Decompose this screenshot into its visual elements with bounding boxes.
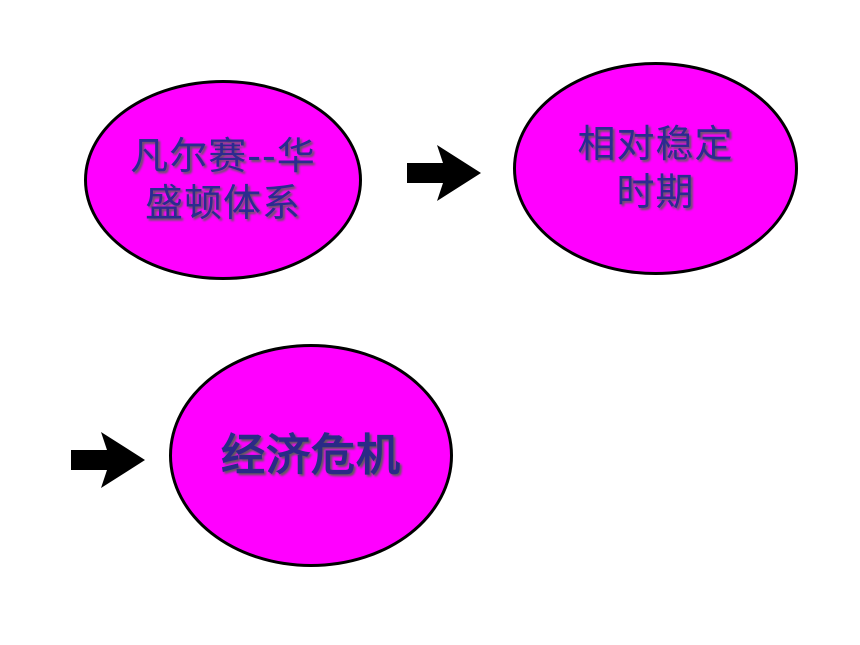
node-economic-crisis-label: 经济危机 [221,430,401,481]
node-relative-stability-period: 相对稳定 时期 [513,62,798,275]
node-relative-stability-line-1: 相对稳定 [577,122,734,166]
node-versailles-washington-system: 凡尔赛--华 盛顿体系 [84,80,362,280]
node-versailles-washington-label: 凡尔赛--华 盛顿体系 [130,133,315,228]
arrow-shape [71,432,145,488]
node-versailles-washington-line-2: 盛顿体系 [144,181,301,225]
node-versailles-washington-line-1: 凡尔赛--华 [130,133,316,178]
node-relative-stability-line-2: 时期 [616,169,695,214]
right-arrow-icon [71,432,145,488]
arrow-shape [407,145,481,201]
node-economic-crisis: 经济危机 [169,344,453,567]
right-arrow-icon [407,145,481,201]
node-relative-stability-label: 相对稳定 时期 [577,121,733,216]
